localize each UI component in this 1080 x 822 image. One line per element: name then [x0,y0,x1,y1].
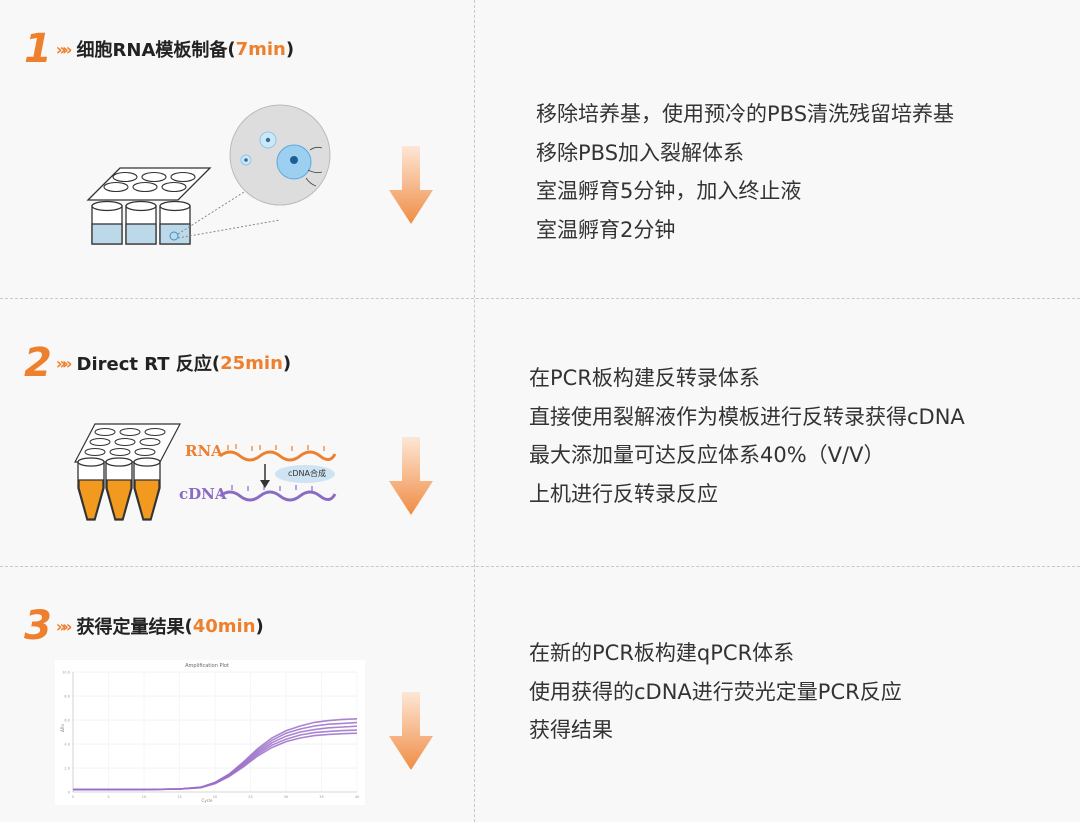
step-2-time: 25min [220,352,283,374]
step-3-number: 3 [24,603,52,649]
step-1-line: 移除培养基，使用预冷的PBS清洗残留培养基 [536,102,955,126]
chart-ylabel: ΔRn [60,724,65,733]
step-1-title: 细胞RNA模板制备 [76,40,228,61]
y-tick-label: 2.0 [64,767,70,771]
cdna-synthesis-label: cDNA合成 [288,469,327,478]
y-tick-label: 8.0 [64,695,70,699]
step-2-header: 2 »» Direct RT 反应 (25min) [24,340,292,386]
step-2-title: Direct RT 反应 [76,354,212,375]
step-1-description: 移除培养基，使用预冷的PBS清洗残留培养基 移除PBS加入裂解体系 室温孵育5分… [536,95,954,249]
step-1-line: 室温孵育5分钟，加入终止液 [536,179,802,203]
step-3-line: 获得结果 [529,718,613,742]
row-divider-1 [0,298,1080,299]
arrow-down-icon [389,437,433,515]
x-tick-label: 30 [284,795,288,799]
step-1-time: 7min [235,38,286,60]
arrow-down-icon [389,146,433,224]
step-2-line: 上机进行反转录反应 [529,481,718,506]
step-3-description: 在新的PCR板构建qPCR体系 使用获得的cDNA进行荧光定量PCR反应 获得结… [529,634,902,750]
x-tick-label: 20 [213,795,217,799]
step-3-header: 3 »» 获得定量结果 (40min) [24,603,264,649]
step-2-line: 在PCR板构建反转录体系 [529,366,760,390]
chevron-icon: »» [55,39,73,59]
chevron-icon: »» [55,353,73,373]
step-2-number: 2 [24,340,52,386]
x-tick-label: 15 [177,795,181,799]
step-2-description: 在PCR板构建反转录体系 直接使用裂解液作为模板进行反转录获得cDNA 最大添加… [529,359,965,513]
y-tick-label: 0 [68,791,70,795]
chart-title: Amplification Plot [185,663,229,669]
x-tick-label: 5 [107,795,109,799]
pcr-tube-illustration [74,423,337,521]
x-tick-label: 35 [319,795,323,799]
y-tick-label: 10.0 [62,671,70,675]
rna-label: RNA [185,442,223,460]
step-3-time: 40min [192,615,256,637]
x-tick-label: 25 [248,795,252,799]
step-3-title: 获得定量结果 [76,617,185,638]
step-1-line: 室温孵育2分钟 [536,217,676,242]
y-tick-label: 6.0 [64,719,70,723]
amplification-plot: Amplification Plot ΔRn Cycle 0 2.0 4.0 6.0 8… [55,660,365,805]
cell-plate-illustration [86,104,331,245]
row-divider-2 [0,566,1080,567]
step-2-line: 直接使用裂解液作为模板进行反转录获得cDNA [529,404,965,429]
chevron-icon: »» [55,616,73,636]
step-1-header: 1 »» 细胞RNA模板制备 (7min) [24,26,295,72]
step-3-line: 在新的PCR板构建qPCR体系 [529,641,795,665]
y-tick-label: 4.0 [64,743,70,747]
x-tick-label: 10 [142,795,146,799]
step-1-line: 移除PBS加入裂解体系 [536,140,745,165]
chart-axis [72,672,357,793]
column-divider [474,0,475,822]
step-3-line: 使用获得的cDNA进行荧光定量PCR反应 [529,679,902,704]
step-2-line: 最大添加量可达反应体系40%（V/V） [529,443,885,467]
series-line-5 [73,732,358,791]
x-tick-label: 40 [355,795,359,799]
cdna-label: cDNA [179,485,227,503]
chart-xlabel: Cycle [202,798,213,803]
x-tick-label: 0 [72,795,74,799]
step-1-number: 1 [24,26,52,72]
arrow-down-icon [389,692,433,770]
